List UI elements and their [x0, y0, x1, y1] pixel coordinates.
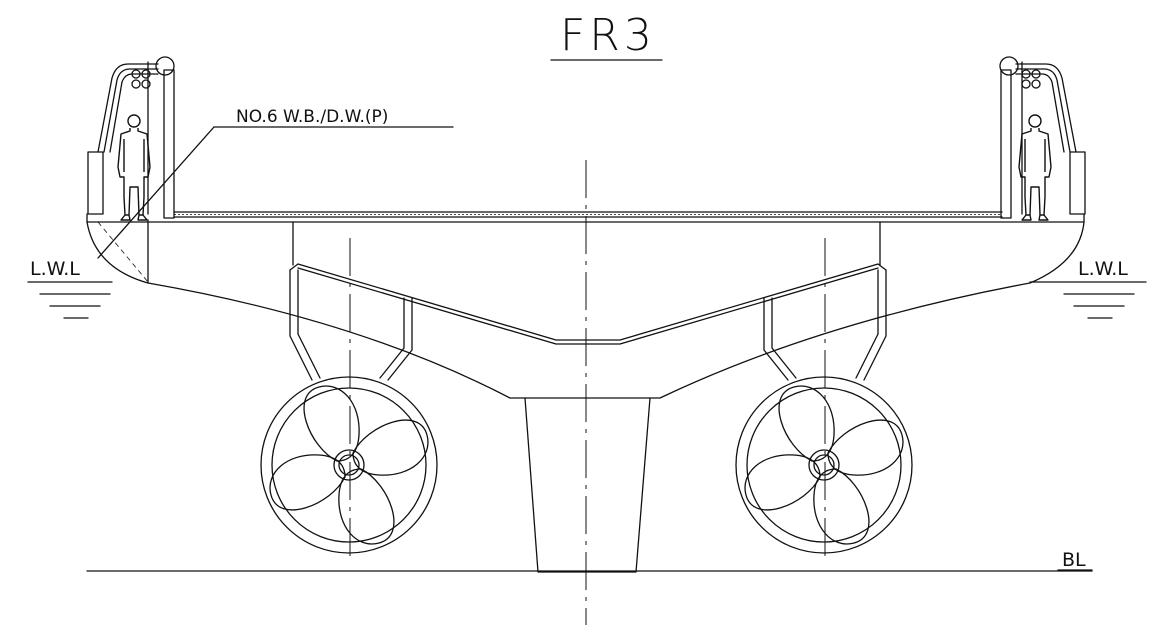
baseline-label: BL [1062, 549, 1086, 571]
bulwark-right [999, 56, 1086, 219]
handrail-icon [97, 63, 159, 153]
lwl-label-left: L.W.L [30, 258, 80, 280]
drawing-title: FR3 [550, 10, 663, 61]
callout-label: NO.6 W.B./D.W.(P) [236, 107, 388, 127]
propeller-icon [261, 377, 437, 553]
lwl-label-right: L.W.L [1078, 258, 1128, 280]
tank-callout: NO.6 W.B./D.W.(P) [97, 107, 454, 283]
tunnel-top-line [297, 263, 879, 345]
propeller-icon [736, 377, 912, 553]
waterline-right: L.W.L [1029, 258, 1147, 319]
handrail-icon [1015, 63, 1077, 153]
frame-lines [292, 221, 881, 266]
person-icon [1018, 114, 1052, 221]
water-level-icon [39, 293, 111, 319]
title-text: FR3 [560, 10, 656, 61]
deck [173, 211, 1003, 218]
baseline: BL [86, 549, 1093, 572]
water-level-icon [1063, 293, 1135, 319]
waterline-left: L.W.L [27, 258, 113, 319]
center-skeg [524, 397, 651, 573]
